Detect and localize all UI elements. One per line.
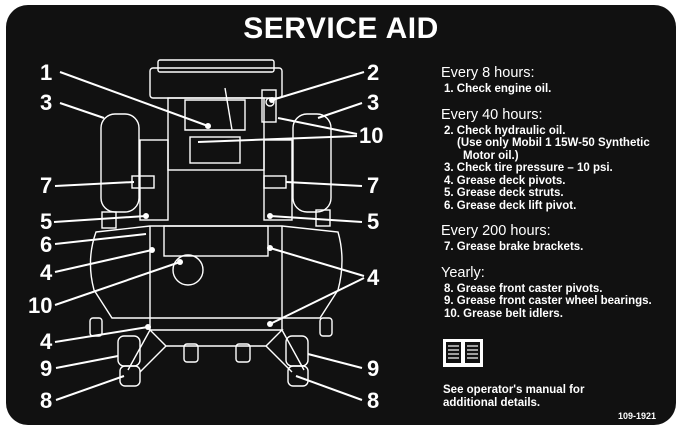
front-frame bbox=[148, 329, 284, 347]
schedule-section-8h: Every 8 hours: 1. Check engine oil. bbox=[441, 66, 673, 96]
callout-8-right: 8 bbox=[367, 388, 379, 413]
callout-5-left: 5 bbox=[40, 209, 52, 234]
engine-cover bbox=[184, 99, 246, 131]
manual-note-line: additional details. bbox=[443, 396, 541, 409]
task-line: 1. Check engine oil. bbox=[444, 83, 552, 95]
callout-9-left: 9 bbox=[40, 356, 52, 381]
callout-4-left-lower: 4 bbox=[40, 329, 53, 354]
callout-numbers: 1 2 3 3 10 7 7 5 5 6 4 4 10 4 9 9 8 8 bbox=[28, 60, 383, 413]
callout-9-right: 9 bbox=[367, 356, 379, 381]
right-caster-arm bbox=[281, 329, 305, 371]
section-heading: Every 40 hours: bbox=[441, 106, 543, 123]
callout-3-right: 3 bbox=[367, 90, 379, 115]
manual-note: See operator's manual for additional det… bbox=[443, 384, 643, 409]
callout-10-top: 10 bbox=[359, 123, 383, 148]
callout-5-right: 5 bbox=[367, 209, 379, 234]
callout-6: 6 bbox=[40, 232, 52, 257]
belt-idler-pulley bbox=[172, 254, 204, 286]
engine-block bbox=[167, 97, 265, 171]
task-line: 9. Grease front caster wheel bearings. bbox=[444, 295, 652, 307]
right-caster-fork bbox=[285, 335, 309, 367]
left-rear-tire bbox=[100, 113, 140, 213]
right-rail bbox=[263, 139, 293, 221]
callout-4-left-upper: 4 bbox=[40, 260, 53, 285]
callout-7-left: 7 bbox=[40, 173, 52, 198]
engine-base bbox=[189, 136, 241, 164]
callout-7-right: 7 bbox=[367, 173, 379, 198]
left-caster-brace bbox=[139, 345, 167, 373]
part-number: 109-1921 bbox=[618, 411, 657, 421]
schedule-section-200h: Every 200 hours: 7. Grease brake bracket… bbox=[441, 224, 673, 254]
mower-deck bbox=[89, 225, 343, 319]
left-brake-bracket bbox=[131, 175, 155, 189]
task-line: (Use only Mobil 1 15W-50 Synthetic bbox=[457, 137, 650, 149]
right-caster-brace bbox=[265, 345, 293, 373]
task-line: 8. Grease front caster pivots. bbox=[444, 282, 603, 295]
task-line: 3. Check tire pressure – 10 psi. bbox=[444, 162, 613, 174]
seat-top bbox=[157, 59, 275, 73]
decal-title: SERVICE AID bbox=[243, 12, 439, 45]
task-line: 4. Grease deck pivots. bbox=[444, 174, 566, 187]
left-caster-fork bbox=[117, 335, 141, 367]
left-rail bbox=[139, 139, 169, 221]
grease-points bbox=[143, 97, 275, 330]
deck-center-plate bbox=[163, 225, 269, 257]
callout-2: 2 bbox=[367, 60, 379, 85]
section-heading: Every 200 hours: bbox=[441, 223, 551, 239]
anti-scalp-wheel bbox=[183, 343, 199, 363]
left-strut-block bbox=[101, 211, 117, 229]
anti-scalp-wheel bbox=[235, 343, 251, 363]
right-rear-tire bbox=[292, 113, 332, 213]
hydraulic-reservoir bbox=[261, 89, 277, 123]
callout-10-bottom: 10 bbox=[28, 293, 52, 318]
task-line: 6. Grease deck lift pivot. bbox=[444, 199, 577, 212]
left-caster-arm bbox=[127, 329, 151, 371]
task-line: Motor oil.) bbox=[463, 149, 519, 162]
section-heading: Yearly: bbox=[441, 264, 485, 281]
deck-roller-right bbox=[319, 317, 333, 337]
callout-3-left: 3 bbox=[40, 90, 52, 115]
dipstick bbox=[224, 87, 233, 131]
callout-1: 1 bbox=[40, 60, 52, 85]
task-line: 2. Check hydraulic oil. bbox=[444, 124, 566, 137]
left-caster-wheel bbox=[119, 365, 141, 387]
callout-8-left: 8 bbox=[40, 388, 52, 413]
manual-note-line: See operator's manual for bbox=[443, 384, 585, 396]
schedule-section-yearly: Yearly: 8. Grease front caster pivots. 9… bbox=[441, 264, 673, 321]
open-book-icon bbox=[443, 339, 483, 367]
task-line: 10. Grease belt idlers. bbox=[444, 307, 563, 320]
leader-lines bbox=[53, 71, 365, 401]
callout-4-right: 4 bbox=[367, 265, 380, 290]
section-heading: Every 8 hours: bbox=[441, 65, 535, 81]
deck-roller-left bbox=[89, 317, 103, 337]
right-caster-wheel bbox=[287, 365, 309, 387]
maintenance-schedule: Every 8 hours: 1. Check engine oil. Ever… bbox=[441, 66, 673, 332]
task-line: 5. Grease deck struts. bbox=[444, 187, 564, 199]
mower-outline bbox=[89, 59, 343, 387]
schedule-section-40h: Every 40 hours: 2. Check hydraulic oil. … bbox=[441, 106, 673, 213]
task-line: 7. Grease brake brackets. bbox=[444, 241, 584, 253]
right-brake-bracket bbox=[263, 175, 287, 189]
